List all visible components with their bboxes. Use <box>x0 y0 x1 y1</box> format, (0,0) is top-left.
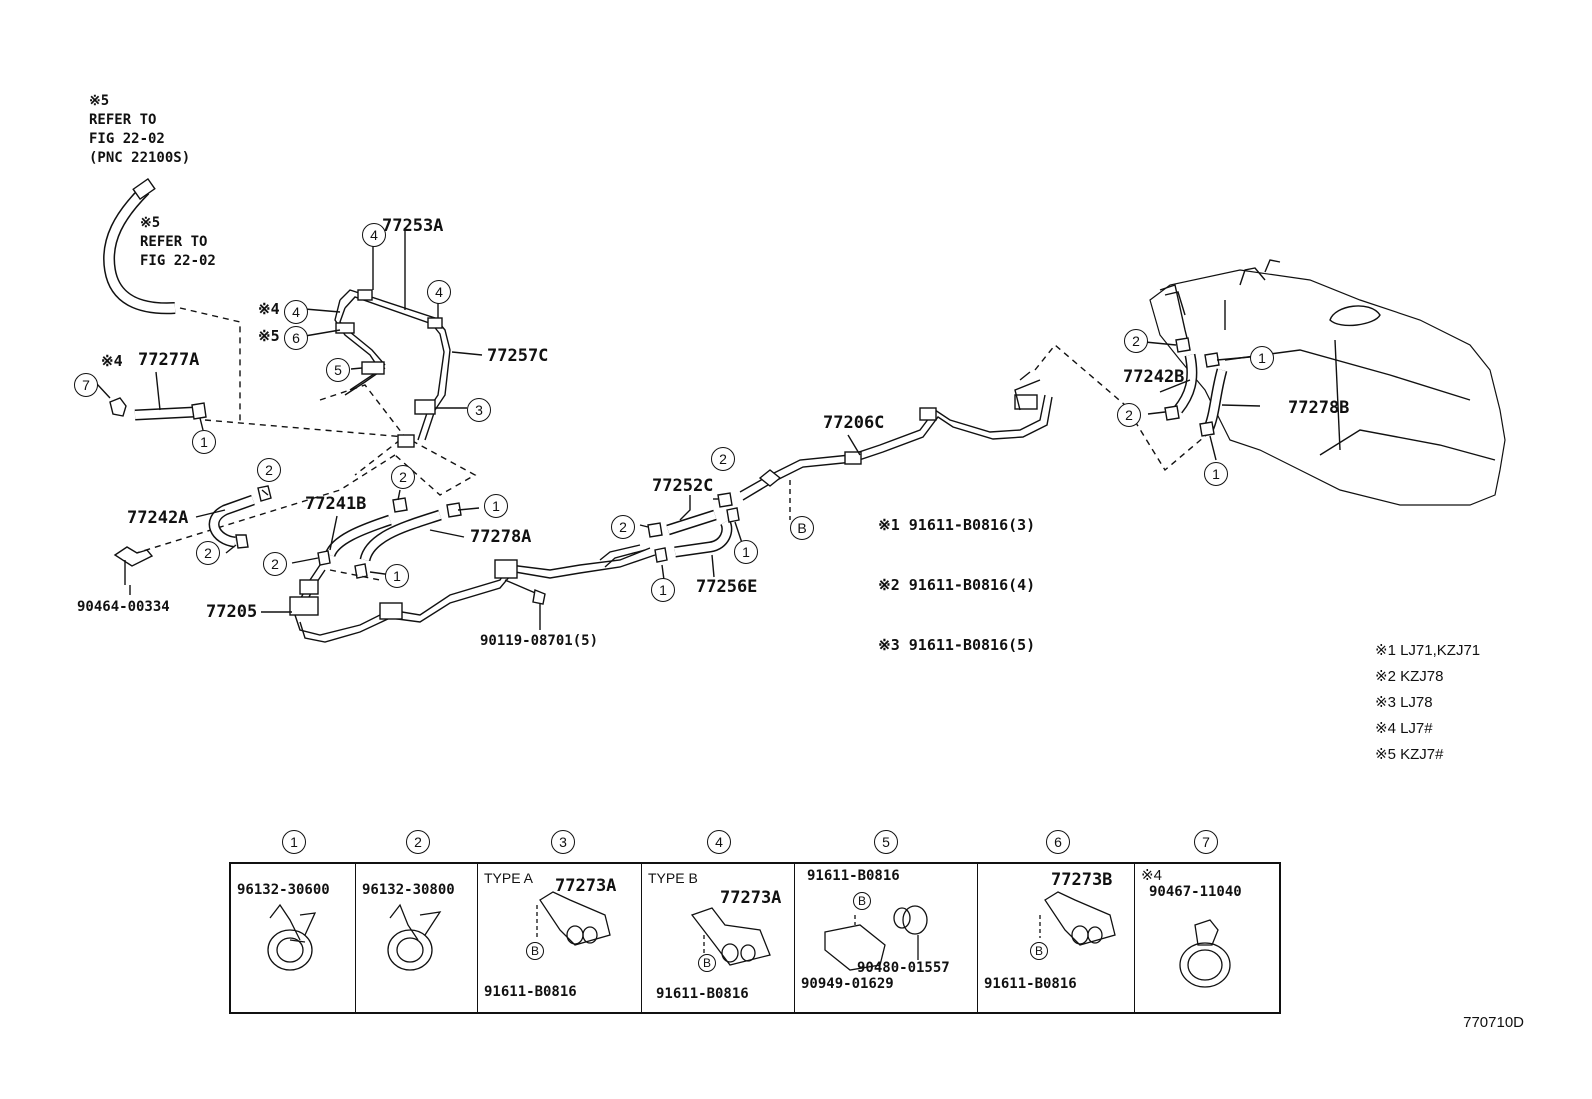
callout-1: 1 <box>1250 346 1274 370</box>
label-77253a: 77253A <box>382 216 444 236</box>
part-number: 96132-30800 <box>362 882 455 898</box>
label-77277a: 77277A <box>138 350 200 370</box>
callout-2: 2 <box>1117 403 1141 427</box>
legend-item: ※4 LJ7# <box>1375 720 1433 737</box>
label-mark-4: ※4 <box>258 300 280 318</box>
refer-note-2: ※5 REFER TO FIG 22-02 <box>140 215 216 269</box>
label-77257c: 77257C <box>487 346 549 366</box>
label-77278a: 77278A <box>470 527 532 547</box>
tube-77206c <box>739 394 1046 493</box>
bolt-notes: ※1 91611-B0816(3) ※2 91611-B0816(4) ※3 9… <box>842 497 1035 674</box>
label-77242b: 77242B <box>1123 367 1185 387</box>
table-header-7: 7 <box>1194 830 1218 854</box>
bolt-note-1-mark: ※1 <box>878 516 900 534</box>
callout-1: 1 <box>651 578 675 602</box>
label-77205: 77205 <box>206 602 258 622</box>
applicability-mark: ※4 <box>1141 867 1162 884</box>
bolt-part-number: 91611-B0816 <box>984 976 1077 992</box>
bolt-part-number: 91611-B0816 <box>656 986 749 1002</box>
table-cell-1: 96132-30600 <box>231 864 356 1012</box>
table-header-3: 3 <box>551 830 575 854</box>
model-legend: ※1 LJ71,KZJ71 ※2 KZJ78 ※3 LJ78 ※4 LJ7# ※… <box>1375 638 1480 768</box>
table-cell-2: 96132-30800 <box>356 864 478 1012</box>
callout-7: 7 <box>74 373 98 397</box>
label-90119: 90119-08701(5) <box>480 633 599 649</box>
callout-2: 2 <box>1124 329 1148 353</box>
bolt-note-2-mark: ※2 <box>878 576 900 594</box>
part-number-77273a: 77273A <box>555 876 617 896</box>
type-label: TYPE A <box>484 870 534 886</box>
refer-note-1: ※5 REFER TO FIG 22-02 (PNC 22100S) <box>89 93 191 166</box>
callout-3: 3 <box>467 398 491 422</box>
label-77277a-mark: ※4 <box>101 352 123 370</box>
part-number: 90480-01557 <box>857 960 950 976</box>
legend-item: ※1 LJ71,KZJ71 <box>1375 642 1481 659</box>
bolt-note-3: ※3 91611-B0816(5) <box>842 617 1035 674</box>
table-header-4: 4 <box>707 830 731 854</box>
parts-table: 96132-30600 96132-30800 TYPE A 77273A B … <box>229 862 1281 1014</box>
part-number-77273b: 77273B <box>1051 870 1113 890</box>
bolt-b-marker: B <box>1030 942 1048 960</box>
table-cell-5: 91611-B0816 B 90480-01557 90949-01629 <box>795 864 978 1012</box>
bolt-note-1-text: 91611-B0816(3) <box>908 516 1036 534</box>
callout-2: 2 <box>711 447 735 471</box>
label-77242a: 77242A <box>127 508 189 528</box>
legend-item: ※3 LJ78 <box>1375 694 1433 711</box>
figure-id: 770710D <box>1463 1014 1524 1031</box>
callout-1: 1 <box>192 430 216 454</box>
part-number-77273a: 77273A <box>720 888 782 908</box>
label-90464: 90464-00334 <box>77 599 170 615</box>
bolt-part-number: 91611-B0816 <box>484 984 577 1000</box>
callout-6: 6 <box>284 326 308 350</box>
bolt-note-3-mark: ※3 <box>878 636 900 654</box>
label-77278b: 77278B <box>1288 398 1350 418</box>
table-cell-7: ※4 90467-11040 <box>1135 864 1275 1012</box>
label-77256e: 77256E <box>696 577 758 597</box>
bolt-b-marker: B <box>698 954 716 972</box>
callout-2: 2 <box>196 541 220 565</box>
callout-4: 4 <box>362 223 386 247</box>
label-77241b: 77241B <box>305 494 367 514</box>
fuel-tank <box>1149 269 1506 506</box>
tube-77253a <box>339 289 451 441</box>
callout-2: 2 <box>263 552 287 576</box>
legend-item: ※5 KZJ7# <box>1375 746 1444 763</box>
table-header-1: 1 <box>282 830 306 854</box>
callout-1: 1 <box>484 494 508 518</box>
label-77252c: 77252C <box>652 476 714 496</box>
callout-2: 2 <box>257 458 281 482</box>
bolt-b-marker: B <box>526 942 544 960</box>
part-number: 90467-11040 <box>1149 884 1242 900</box>
callout-4: 4 <box>284 300 308 324</box>
table-cell-3: TYPE A 77273A B 91611-B0816 <box>478 864 642 1012</box>
label-mark-5: ※5 <box>258 327 280 345</box>
type-label: TYPE B <box>648 870 698 886</box>
callout-5: 5 <box>326 358 350 382</box>
callout-b: B <box>790 516 814 540</box>
bolt-note-3-text: 91611-B0816(5) <box>908 636 1036 654</box>
legend-item: ※2 KZJ78 <box>1375 668 1444 685</box>
callout-2: 2 <box>611 515 635 539</box>
table-cell-6: 77273B B 91611-B0816 <box>978 864 1135 1012</box>
part-number: 96132-30600 <box>237 882 330 898</box>
table-header-6: 6 <box>1046 830 1070 854</box>
label-77206c: 77206C <box>823 413 885 433</box>
callout-4: 4 <box>427 280 451 304</box>
callout-1: 1 <box>385 564 409 588</box>
bolt-note-2: ※2 91611-B0816(4) <box>842 557 1035 614</box>
part-number: 90949-01629 <box>801 976 894 992</box>
callout-1: 1 <box>734 540 758 564</box>
table-header-5: 5 <box>874 830 898 854</box>
table-cell-4: TYPE B 77273A B 91611-B0816 <box>642 864 795 1012</box>
table-header-2: 2 <box>406 830 430 854</box>
callout-1: 1 <box>1204 462 1228 486</box>
callout-2: 2 <box>391 465 415 489</box>
bolt-b-marker: B <box>853 892 871 910</box>
bolt-part-number: 91611-B0816 <box>807 868 900 884</box>
bolt-note-1: ※1 91611-B0816(3) <box>842 497 1035 554</box>
bolt-note-2-text: 91611-B0816(4) <box>908 576 1036 594</box>
